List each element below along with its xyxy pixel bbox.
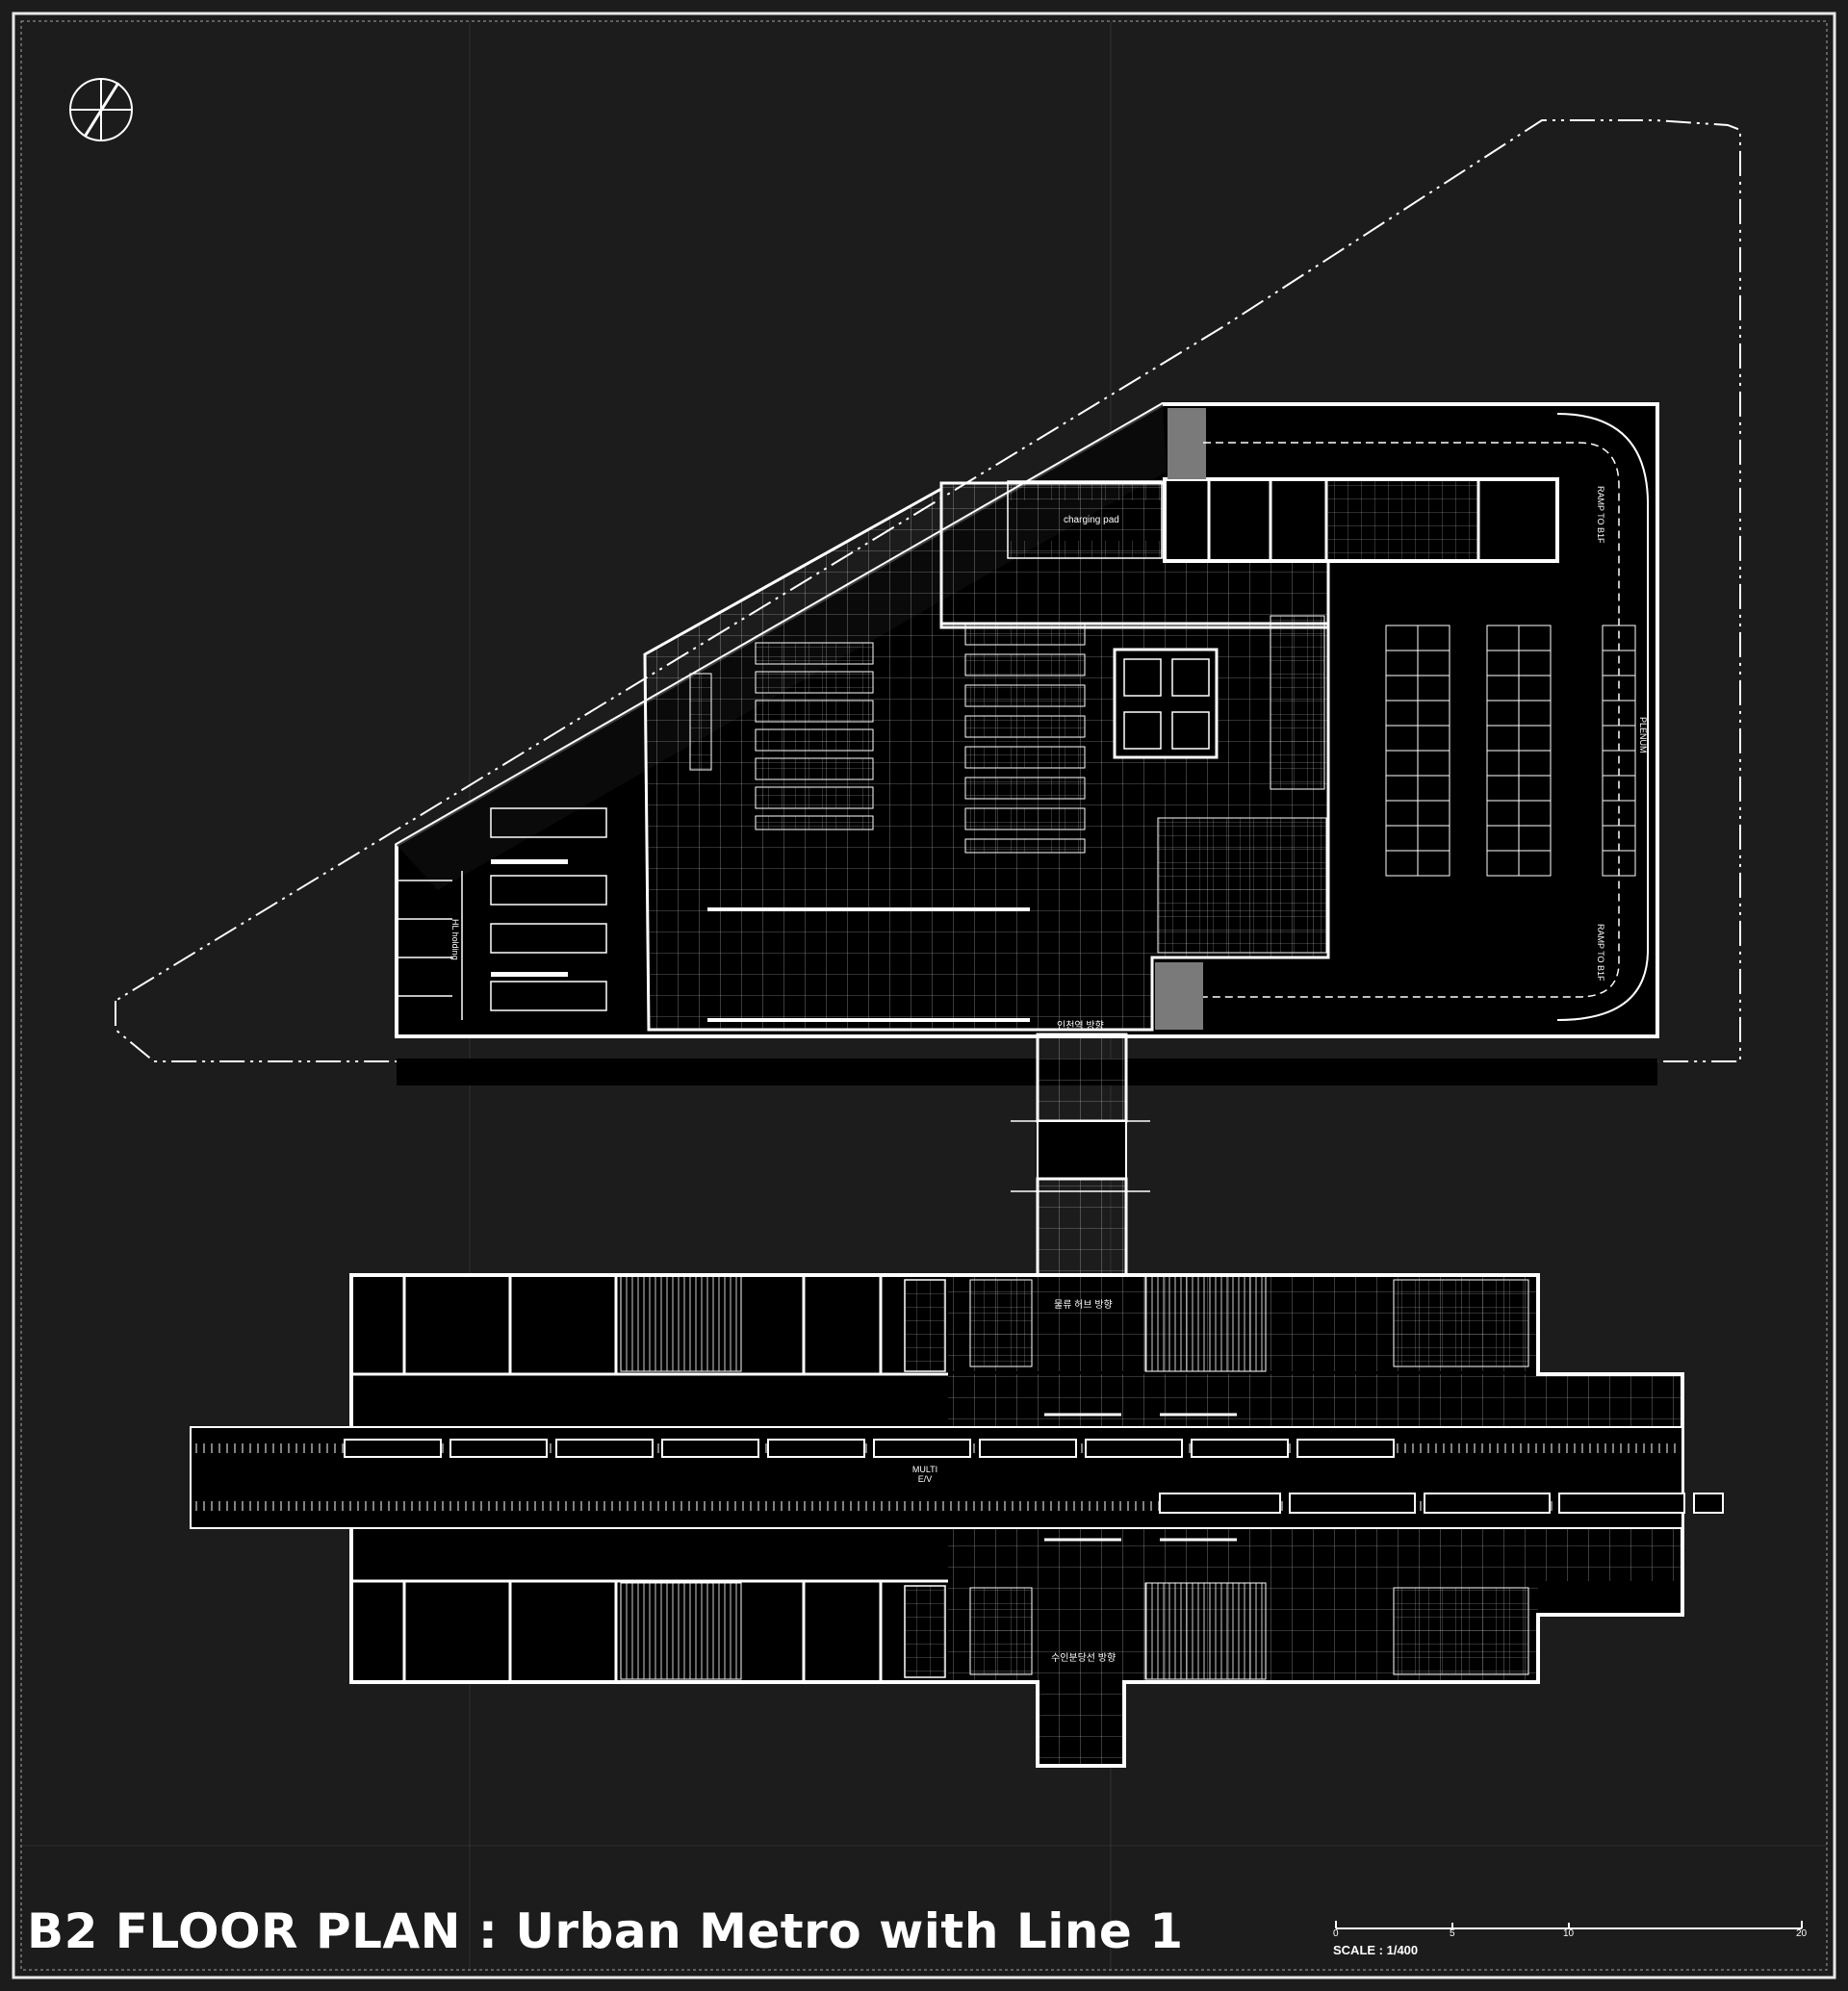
north-arrow-icon <box>69 78 133 141</box>
charging-pad-label: charging pad <box>1064 515 1119 525</box>
ramp-bottom-label: RAMP TO B1F <box>1596 924 1605 982</box>
hl-holding-label: HL holding <box>450 919 460 960</box>
scale-tick-5: 5 <box>1450 1928 1455 1939</box>
connector-corridor <box>1011 1033 1150 1277</box>
scale-tick-0: 0 <box>1333 1928 1339 1939</box>
suin-direction-label: 수인분당선 방향 <box>1051 1653 1116 1664</box>
site-boundary <box>115 119 1741 1062</box>
scale-bar <box>1335 1921 1803 1929</box>
scale-tick-20: 20 <box>1796 1928 1808 1939</box>
drawing-title: B2 FLOOR PLAN : Urban Metro with Line 1 <box>27 1903 1184 1959</box>
multi-ev-label: MULTI E/V <box>911 1465 938 1484</box>
ramp-top-label: RAMP TO B1F <box>1596 486 1605 544</box>
upper-building <box>395 402 1659 1085</box>
incheon-direction-label: 인천역 방향 <box>1057 1021 1104 1032</box>
logistics-direction-label: 물류 허브 방향 <box>1054 1300 1113 1311</box>
scale-tick-10: 10 <box>1563 1928 1575 1939</box>
plenum-label: PLENUM <box>1638 717 1648 753</box>
scale-label: SCALE : 1/400 <box>1333 1943 1419 1957</box>
lower-station <box>190 1273 1724 1768</box>
